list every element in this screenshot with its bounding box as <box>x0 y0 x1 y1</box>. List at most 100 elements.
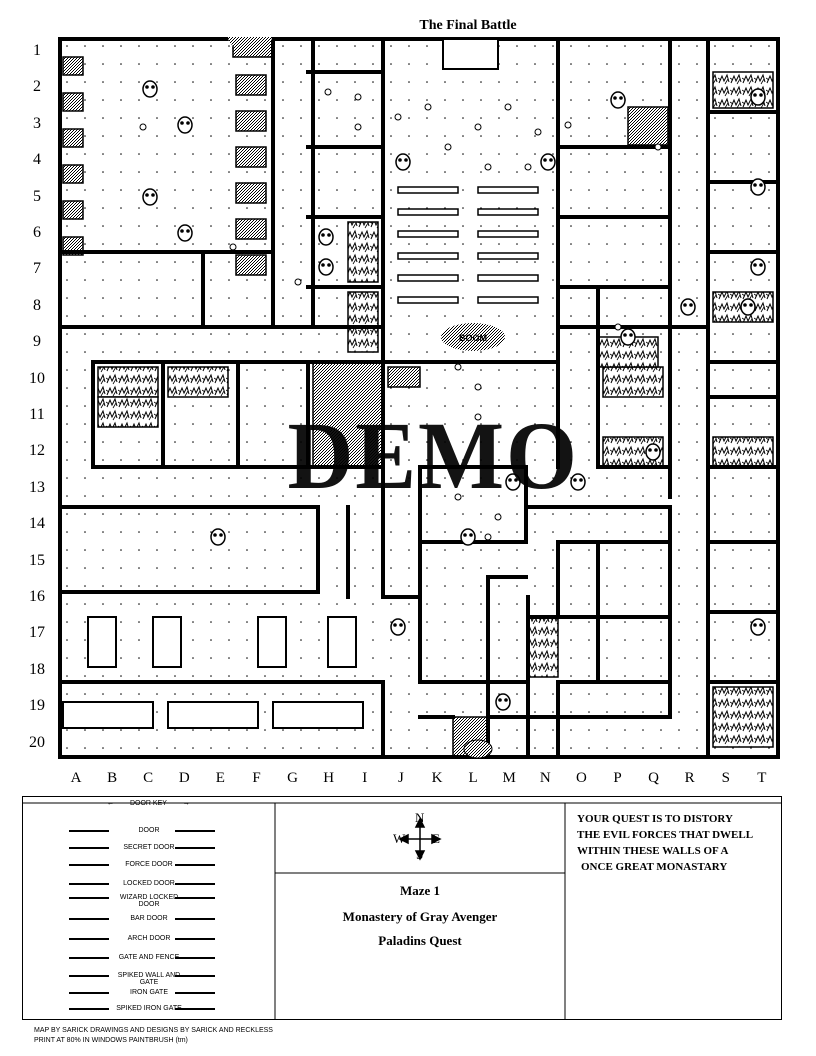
skull-eye <box>398 158 402 162</box>
row-label: 13 <box>29 478 45 496</box>
monster-marker <box>394 113 402 121</box>
maze-subtitle: Paladins Quest <box>378 933 462 948</box>
row-label: 8 <box>33 296 41 314</box>
row-label: 20 <box>29 733 45 751</box>
column-label: J <box>397 770 404 786</box>
dungeon-map: BOOM <box>58 37 780 759</box>
door-key-item: SECRET DOOR <box>123 844 175 851</box>
skull-shape <box>210 528 226 546</box>
skull-eye <box>549 158 553 162</box>
pew <box>477 252 539 260</box>
door-key-item: DOOR <box>138 827 160 834</box>
portal <box>228 37 272 51</box>
skull-shape <box>395 153 411 171</box>
column-label: T <box>757 770 767 786</box>
compass-s: S <box>416 847 424 862</box>
skull-eye <box>399 623 403 627</box>
bed <box>235 182 267 204</box>
skull-eye <box>759 623 763 627</box>
skull-icon <box>390 618 406 636</box>
column-label: P <box>613 770 622 786</box>
monster-marker <box>474 123 482 131</box>
quest-line: WITHIN THESE WALLS OF A <box>577 845 729 857</box>
bed <box>235 110 267 132</box>
skull-eye <box>759 93 763 97</box>
skull-icon <box>318 258 334 276</box>
monster-marker <box>474 413 482 421</box>
demo-watermark: DEMO <box>287 402 579 509</box>
monster-marker <box>354 93 362 101</box>
foliage <box>97 396 159 428</box>
skull-icon <box>395 153 411 171</box>
skull-eye <box>579 478 583 482</box>
pew <box>397 230 459 238</box>
door-key-item: SPIKED IRON GATE <box>116 1005 182 1012</box>
skull-eye <box>504 698 508 702</box>
skull-icon <box>750 88 766 106</box>
door-key-item: WIZARD LOCKED DOOR <box>119 894 179 908</box>
skull-shape <box>680 298 696 316</box>
skull-icon <box>540 153 556 171</box>
foliage <box>712 686 774 748</box>
skull-icon <box>680 298 696 316</box>
skull-icon <box>318 228 334 246</box>
boom-burst <box>441 323 505 351</box>
monster-marker <box>654 143 662 151</box>
skull-shape <box>142 188 158 206</box>
row-label: 7 <box>33 260 41 278</box>
column-label: M <box>502 770 516 786</box>
monster-marker <box>484 533 492 541</box>
quest-line: ONCE GREAT MONASTARY <box>581 861 728 873</box>
stone-floor <box>387 366 421 388</box>
skull-eye <box>613 96 617 100</box>
skull-eye <box>180 229 184 233</box>
bed <box>235 74 267 96</box>
pew <box>477 208 539 216</box>
column-label: L <box>468 770 478 786</box>
skull-icon <box>495 693 511 711</box>
foliage <box>347 291 379 353</box>
table <box>152 616 182 668</box>
column-label: G <box>287 770 299 786</box>
skull-eye <box>543 158 547 162</box>
skull-shape <box>750 178 766 196</box>
skull-eye <box>753 183 757 187</box>
bed <box>235 218 267 240</box>
door-key-item: ARCH DOOR <box>127 935 171 942</box>
skull-eye <box>321 263 325 267</box>
skull-shape <box>570 473 586 491</box>
skull-eye <box>654 448 658 452</box>
door-key-item: IRON GATE <box>130 989 168 996</box>
skull-eye <box>321 233 325 237</box>
skull-eye <box>749 303 753 307</box>
quest-line: THE EVIL FORCES THAT DWELL <box>577 829 754 841</box>
skull-shape <box>540 153 556 171</box>
monster-marker <box>504 103 512 111</box>
pew <box>397 252 459 260</box>
row-label: 18 <box>29 660 45 678</box>
row-label: 15 <box>29 551 45 569</box>
column-label: O <box>575 770 587 786</box>
maze-name: Monastery of Gray Avenger <box>342 909 498 924</box>
table <box>257 616 287 668</box>
skull-eye <box>213 533 217 537</box>
row-label: 2 <box>33 78 41 96</box>
skull-eye <box>145 85 149 89</box>
column-label: F <box>252 770 261 786</box>
pew <box>397 296 459 304</box>
compass-w: W <box>393 831 406 846</box>
monster-marker <box>324 88 332 96</box>
bed <box>62 56 84 76</box>
row-label: 3 <box>33 114 41 132</box>
skull-icon <box>740 298 756 316</box>
skull-eye <box>623 333 627 337</box>
skull-shape <box>620 328 636 346</box>
pew <box>477 274 539 282</box>
credits: MAP BY SARICK DRAWINGS AND DESIGNS BY SA… <box>34 1026 273 1046</box>
credit-line: MAP BY SARICK DRAWINGS AND DESIGNS BY SA… <box>34 1027 273 1034</box>
bed <box>62 200 84 220</box>
foliage <box>167 366 229 398</box>
quest-line: YOUR QUEST IS TO DISTORY <box>577 813 733 825</box>
foliage <box>712 71 774 109</box>
monster-marker <box>424 103 432 111</box>
